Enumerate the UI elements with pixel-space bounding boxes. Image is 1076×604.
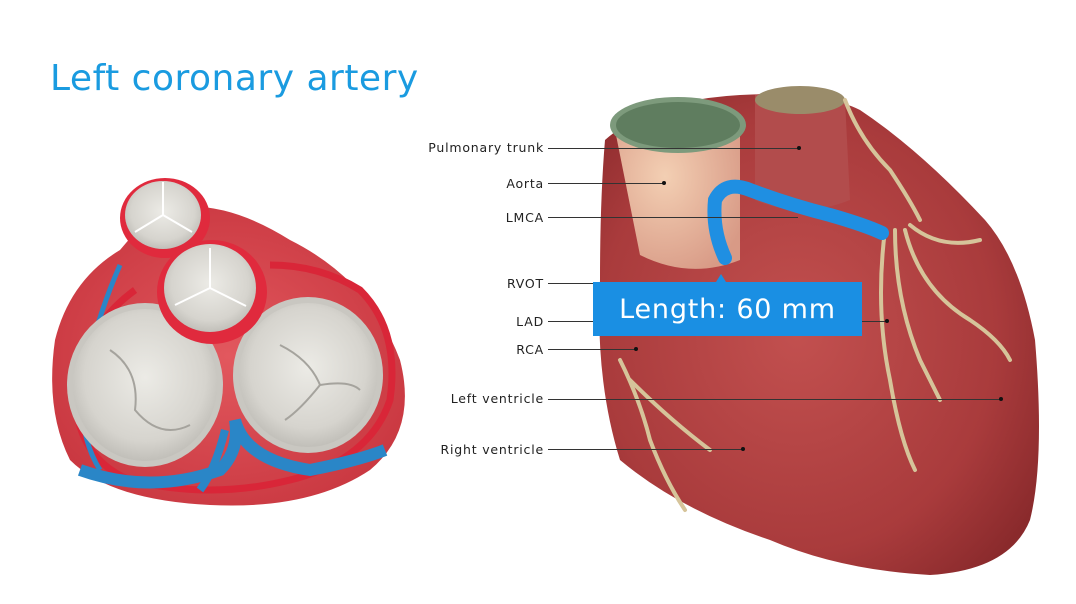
leader-line-lad <box>548 321 594 322</box>
label-rca: RCA <box>516 342 544 357</box>
label-lmca: LMCA <box>505 210 544 225</box>
leader-line-lmca <box>548 217 798 218</box>
label-lad: LAD <box>516 314 544 329</box>
label-right-ventricle: Right ventricle <box>440 442 544 457</box>
slide-title: Left coronary artery <box>50 58 419 99</box>
marker-dot-rca <box>634 347 638 351</box>
length-callout: Length: 60 mm <box>593 282 862 336</box>
leader-line-right-ventricle <box>548 449 742 450</box>
leader-line-rvot <box>548 283 594 284</box>
label-rvot: RVOT <box>506 276 544 291</box>
label-left-ventricle: Left ventricle <box>450 391 544 406</box>
marker-dot-aorta <box>662 181 666 185</box>
label-pulmonary-trunk: Pulmonary trunk <box>428 140 544 155</box>
marker-dot-lad <box>885 319 889 323</box>
heart-valves-illustration <box>40 170 430 520</box>
leader-line-lad-right <box>862 321 886 322</box>
leader-line-aorta <box>548 183 663 184</box>
leader-line-pulmonary-trunk <box>548 148 798 149</box>
marker-dot-pulmonary-trunk <box>797 146 801 150</box>
leader-line-left-ventricle <box>548 399 1000 400</box>
label-aorta: Aorta <box>506 176 544 191</box>
marker-dot-right-ventricle <box>741 447 745 451</box>
callout-pointer <box>716 274 726 282</box>
marker-dot-left-ventricle <box>999 397 1003 401</box>
leader-line-rca <box>548 349 635 350</box>
